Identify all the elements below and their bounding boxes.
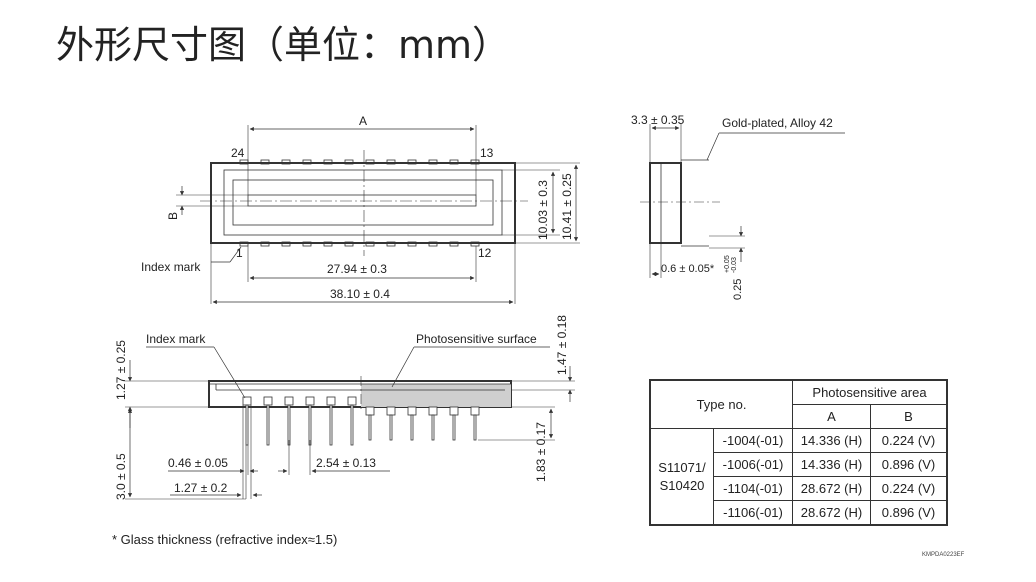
model-line-1: S11071/ bbox=[658, 459, 706, 475]
table-row: S11071/ S10420 -1004(-01) 14.336 (H) 0.2… bbox=[649, 428, 948, 526]
side-thickness-label: 3.3 ± 0.35 bbox=[631, 113, 685, 127]
area-b-value: 0.224 (V) bbox=[870, 476, 948, 501]
area-b-value: 0.224 (V) bbox=[870, 428, 948, 453]
lead-tol-minus-label: -0.03 bbox=[731, 257, 738, 273]
front-index-mark-label: Index mark bbox=[146, 332, 206, 346]
photosensitive-area-table: Type no. Photosensitive area A B S11071/… bbox=[649, 379, 948, 526]
body-height-label: 1.83 ± 0.17 bbox=[534, 422, 548, 482]
body-length-label: 38.10 ± 0.4 bbox=[330, 287, 390, 301]
model-cell: S11071/ S10420 bbox=[649, 428, 714, 526]
lead-thickness-label: 0.25 bbox=[732, 279, 744, 300]
pin-24-label: 24 bbox=[231, 146, 245, 160]
area-a-value: 28.672 (H) bbox=[792, 500, 871, 526]
front-view bbox=[125, 346, 575, 500]
dim-b-label: B bbox=[166, 212, 180, 220]
table-row: -1006(-01) 14.336 (H) 0.896 (V) bbox=[650, 452, 948, 477]
outer-height-label: 10.41 ± 0.25 bbox=[560, 173, 574, 240]
top-offset-label: 1.27 ± 0.25 bbox=[114, 340, 128, 400]
top-view-sensor bbox=[247, 194, 477, 207]
top-index-mark-label: Index mark bbox=[141, 260, 201, 274]
photosensitive-area-header: Photosensitive area bbox=[792, 379, 948, 405]
area-a-value: 14.336 (H) bbox=[792, 452, 871, 477]
table-row: -1104(-01) 28.672 (H) 0.224 (V) bbox=[650, 476, 948, 501]
area-a-value: 28.672 (H) bbox=[792, 476, 871, 501]
top-view bbox=[176, 125, 580, 305]
page-title: 外形尺寸图（单位：mm） bbox=[56, 23, 511, 67]
glass-thickness-label: 0.6 ± 0.05* bbox=[661, 263, 715, 275]
front-view-sensor-region bbox=[361, 384, 511, 407]
col-a-header: A bbox=[792, 404, 871, 429]
pin-12-label: 12 bbox=[478, 246, 492, 260]
top-view-glass bbox=[223, 169, 503, 236]
lead-material-label: Gold-plated, Alloy 42 bbox=[722, 116, 833, 130]
area-a-value: 14.336 (H) bbox=[792, 428, 871, 453]
dim-a-label: A bbox=[359, 114, 367, 128]
col-b-header: B bbox=[870, 404, 948, 429]
area-b-value: 0.896 (V) bbox=[870, 500, 948, 526]
lead-pitch-label: 2.54 ± 0.13 bbox=[316, 456, 376, 470]
pin-1-label: 1 bbox=[236, 246, 243, 260]
type-suffix: -1106(-01) bbox=[713, 500, 793, 526]
side-view bbox=[640, 124, 845, 278]
type-suffix: -1004(-01) bbox=[713, 428, 793, 453]
lead-width-label: 0.46 ± 0.05 bbox=[168, 456, 228, 470]
pitch-span-label: 27.94 ± 0.3 bbox=[327, 262, 387, 276]
type-no-header: Type no. bbox=[649, 379, 793, 429]
inner-height-label: 10.03 ± 0.3 bbox=[536, 180, 550, 240]
table-row: -1106(-01) 28.672 (H) 0.896 (V) bbox=[650, 500, 948, 526]
front-view-leads bbox=[242, 396, 480, 446]
lead-length-label: 3.0 ± 0.5 bbox=[114, 453, 128, 500]
drawing-code: KMPDA0223EF bbox=[922, 552, 965, 558]
type-suffix: -1006(-01) bbox=[713, 452, 793, 477]
pin-13-label: 13 bbox=[480, 146, 494, 160]
model-line-2: S10420 bbox=[659, 477, 705, 493]
side-view-body bbox=[649, 162, 682, 244]
surface-depth-label: 1.47 ± 0.18 bbox=[555, 315, 569, 375]
photosensitive-surface-label: Photosensitive surface bbox=[416, 332, 537, 346]
top-view-body bbox=[210, 162, 516, 244]
top-view-window bbox=[232, 179, 494, 226]
lead-tol-plus-label: +0.05 bbox=[724, 255, 731, 273]
lead-shoulder-label: 1.27 ± 0.2 bbox=[174, 481, 228, 495]
area-b-value: 0.896 (V) bbox=[870, 452, 948, 477]
type-suffix: -1104(-01) bbox=[713, 476, 793, 501]
glass-footnote: * Glass thickness (refractive index≈1.5) bbox=[112, 532, 338, 547]
